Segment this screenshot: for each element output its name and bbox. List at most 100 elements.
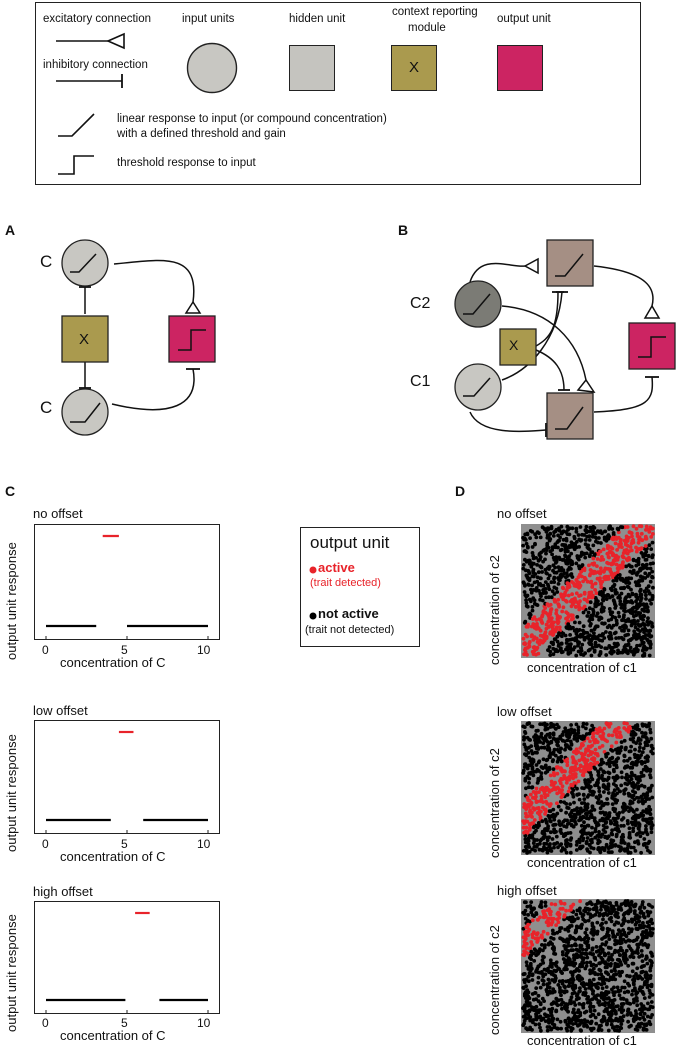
inactive-point [637,987,642,991]
inactive-point [648,566,653,571]
linear-response-line2: with a defined threshold and gain [117,128,286,140]
inactive-point [553,542,558,547]
active-point [579,764,583,769]
inactive-point [571,1022,575,1026]
inactive-point [587,810,592,815]
active-point [585,736,590,741]
inactive-point [543,557,547,562]
inactive-point [555,841,560,845]
inactive-point [629,845,633,850]
inactive-point [547,573,552,578]
inactive-point [545,543,550,548]
active-point [590,595,595,599]
inactive-point [592,808,597,812]
inactive-point [650,540,655,545]
inactive-point [550,1001,555,1006]
inactive-point [524,977,528,982]
inactive-point [577,797,582,802]
inactive-point [556,539,561,543]
inactive-point [590,804,595,809]
inactive-point [552,585,557,590]
inactive-point [580,1003,585,1007]
inactive-point [555,634,560,639]
active-point [650,532,655,536]
inactive-point [638,742,642,746]
active-point [539,787,543,791]
inactive-point [529,785,534,790]
inactive-point [583,630,588,635]
inactive-point [533,848,537,853]
active-point [543,606,548,610]
inactive-point [552,817,557,822]
inactive-point [525,604,530,609]
inactive-point [524,559,529,564]
inactive-point [600,986,605,991]
inactive-point [650,921,655,926]
inactive-point [566,984,571,988]
active-point [557,912,562,917]
inactive-point [630,592,635,597]
inactive-point [633,902,638,907]
active-point [565,581,570,586]
inactive-point [556,1026,560,1031]
active-point [588,572,593,576]
inactive-point [641,724,645,728]
context-module-label-line1: context reporting [392,6,478,18]
active-point [526,644,531,649]
inactive-point [522,912,527,916]
inactive-point [608,901,612,905]
inactive-point [627,833,632,837]
inactive-point [559,849,564,853]
inactive-point [584,927,589,932]
inactive-point [620,932,624,937]
inactive-point [631,1000,636,1005]
inactive-point [584,782,588,786]
active-point [636,540,641,545]
active-point [625,557,630,562]
active-point [558,899,563,904]
inactive-point [620,985,625,990]
inactive-point [630,737,634,742]
inactive-point [560,950,565,954]
inactive-point [570,973,575,978]
active-point [576,779,581,784]
inactive-point [563,967,567,972]
inactive-point [563,633,568,638]
inactive-point [588,1004,592,1009]
inactive-point [582,1018,587,1022]
active-point [598,580,603,585]
inactive-point [527,781,531,785]
key-active-label: active [318,560,355,575]
inactive-point [615,911,620,915]
inactive-point [650,905,655,909]
inactive-point [648,727,652,732]
inactive-point [593,535,598,539]
panel-a-letter: A [5,222,16,238]
inactive-point [541,954,545,959]
inactive-point [550,548,555,552]
inactive-point [580,964,585,969]
active-point [574,767,579,772]
inactive-point [646,1001,650,1006]
inactive-point [605,1021,609,1026]
inactive-point [597,536,601,540]
inactive-point [590,1026,595,1031]
inactive-point [648,1015,653,1020]
inactive-point [643,731,648,736]
hidden-unit-icon [289,45,335,91]
inactive-point [532,959,537,963]
active-point [521,825,526,830]
inactive-point [576,728,581,733]
inactive-point [521,543,525,548]
active-point [615,570,620,574]
inactive-point [599,1028,604,1032]
active-point [533,936,538,941]
inactive-point [575,994,579,998]
inactive-point [585,1019,590,1024]
inactive-point [590,946,595,951]
panel-c-plot3-chart [45,911,209,1014]
active-point [604,721,609,726]
inactive-point [615,823,620,828]
inactive-point [579,976,584,981]
inactive-point [551,555,556,560]
